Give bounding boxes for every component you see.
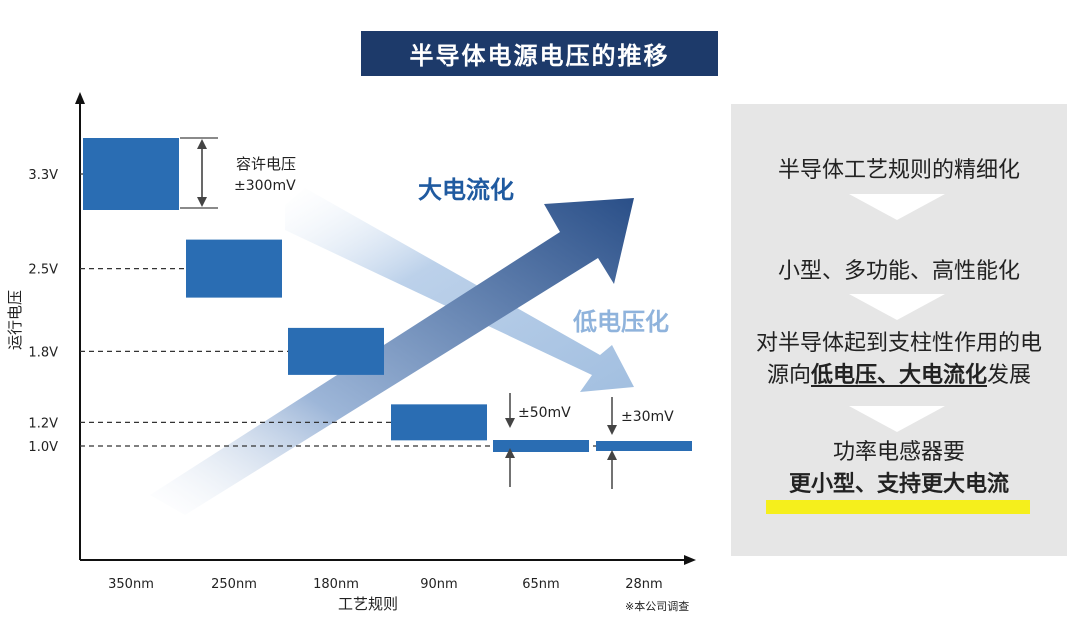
panel-line-3: 对半导体起到支柱性作用的电 [755, 331, 1042, 356]
panel-line-4-emphasis: 低电压、大电流化 [810, 363, 987, 388]
footnote: ※本公司调查 [625, 599, 689, 613]
voltage-bar-90nm [391, 404, 487, 441]
high-current-label: 大电流化 [418, 176, 514, 204]
panel-line-1: 半导体工艺规则的精细化 [777, 158, 1020, 183]
panel-line-6: 更小型、支持更大电流 [788, 472, 1009, 497]
summary-panel: 半导体工艺规则的精细化 小型、多功能、高性能化 对半导体起到支柱性作用的电 源向… [731, 104, 1067, 556]
x-tick-label: 65nm [522, 577, 559, 592]
tolerance-65-label: ±50mV [518, 405, 571, 421]
voltage-bar-65nm [493, 440, 589, 452]
y-tick-label: 2.5V [28, 263, 58, 278]
tolerance-28-arrow-top-head [607, 425, 617, 435]
tolerance-65-arrow-top-head [505, 418, 515, 428]
tolerance-arrow-head-up [197, 139, 207, 149]
y-tick-label: 1.2V [28, 416, 58, 431]
tolerance-arrow-head-down [197, 197, 207, 207]
voltage-bar-250nm [186, 239, 282, 298]
tolerance-value: ±300mV [234, 178, 296, 194]
panel-down-arrow-2 [849, 294, 945, 320]
panel-line-4-suffix: 发展 [987, 363, 1032, 388]
x-axis-label: 工艺规则 [338, 595, 398, 613]
voltage-bar-28nm [596, 441, 692, 451]
tolerance-label: 容许电压 [236, 155, 296, 173]
high-current-arrow [150, 198, 634, 515]
panel-highlight [766, 500, 1030, 514]
y-tick-label: 3.3V [28, 168, 58, 183]
low-voltage-arrow [285, 188, 634, 392]
chart-title: 半导体电源电压的推移 [361, 31, 718, 76]
y-tick-label: 1.0V [28, 440, 58, 455]
x-axis-arrow [684, 555, 696, 565]
y-axis-label: 运行电压 [6, 290, 24, 350]
tolerance-28-label: ±30mV [621, 409, 674, 425]
panel-down-arrow-3 [849, 406, 945, 432]
panel-line-4-prefix: 源向 [766, 363, 811, 388]
panel-down-arrow-1 [849, 194, 945, 220]
tolerance-28-arrow-bottom-head [607, 450, 617, 460]
x-tick-label: 28nm [625, 577, 662, 592]
x-tick-label: 180nm [313, 577, 359, 592]
tolerance-65-arrow-bottom-head [505, 448, 515, 458]
x-tick-label: 90nm [420, 577, 457, 592]
voltage-bar-180nm [288, 327, 384, 375]
y-axis-arrow [75, 92, 85, 104]
y-tick-label: 1.8V [28, 345, 58, 360]
voltage-bar-350nm [83, 138, 179, 210]
low-voltage-label: 低电压化 [572, 308, 669, 336]
x-tick-label: 350nm [108, 577, 154, 592]
x-tick-label: 250nm [211, 577, 257, 592]
panel-line-2: 小型、多功能、高性能化 [777, 259, 1020, 284]
panel-line-4: 源向低电压、大电流化发展 [731, 361, 1067, 391]
panel-line-5: 功率电感器要 [832, 440, 965, 465]
